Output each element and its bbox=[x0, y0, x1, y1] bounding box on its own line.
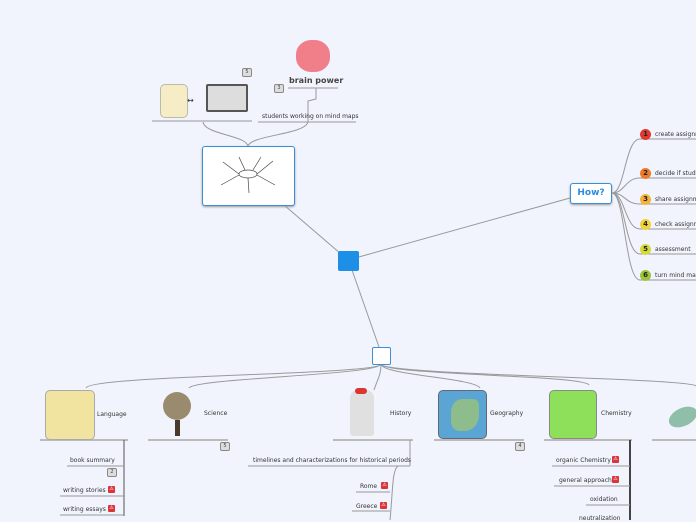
brain-mascot-image bbox=[296, 40, 330, 72]
how-step-2[interactable]: decide if stude bbox=[655, 170, 696, 177]
rome-item[interactable]: Rome bbox=[360, 483, 378, 490]
step-number-icon: 2 bbox=[640, 168, 651, 179]
geography-label[interactable]: Geography bbox=[490, 410, 524, 417]
pdf-icon[interactable]: ⚠ bbox=[612, 476, 619, 483]
pdf-icon[interactable]: ⚠ bbox=[108, 505, 115, 512]
timelines-item[interactable]: timelines and characterizations for hist… bbox=[253, 457, 412, 464]
book-summary-item[interactable]: book summary bbox=[70, 457, 115, 464]
language-image bbox=[45, 390, 95, 440]
brain-power-label[interactable]: brain power bbox=[289, 76, 344, 85]
how-node[interactable]: How? bbox=[570, 183, 612, 204]
how-step-1[interactable]: create assignm bbox=[655, 131, 696, 138]
writing-stories-item[interactable]: writing stories bbox=[63, 487, 106, 494]
oxidation-item[interactable]: oxidation bbox=[590, 496, 618, 503]
globe-image bbox=[163, 392, 191, 420]
greece-item[interactable]: Greece bbox=[356, 503, 378, 510]
pdf-icon[interactable]: ⚠ bbox=[381, 482, 388, 489]
pdf-icon[interactable]: ⚠ bbox=[612, 456, 619, 463]
writing-essays-item[interactable]: writing essays bbox=[63, 506, 106, 513]
pdf-icon[interactable]: ⚠ bbox=[108, 486, 115, 493]
mind-map-paper-image bbox=[160, 84, 188, 118]
subjects-node[interactable] bbox=[372, 347, 391, 365]
mind-map-image-node[interactable] bbox=[202, 146, 295, 206]
how-step-5[interactable]: assessment bbox=[655, 246, 691, 253]
topic-count-badge[interactable]: 3 bbox=[274, 84, 284, 93]
topic-count-badge[interactable]: 4 bbox=[515, 442, 525, 451]
topic-count-badge[interactable]: 5 bbox=[220, 442, 230, 451]
language-label[interactable]: Language bbox=[97, 411, 127, 418]
step-number-icon: 5 bbox=[640, 244, 651, 255]
roman-soldier-image bbox=[350, 390, 374, 436]
computer-monitor-image bbox=[206, 84, 248, 112]
step-number-icon: 1 bbox=[640, 129, 651, 140]
mind-map-sketch-icon bbox=[220, 156, 276, 194]
neutralization-item[interactable]: neutralization bbox=[579, 515, 621, 522]
central-topic[interactable] bbox=[338, 251, 359, 271]
europe-map-image bbox=[438, 390, 487, 439]
step-number-icon: 3 bbox=[640, 194, 651, 205]
topic-count-badge[interactable]: 5 bbox=[242, 68, 252, 77]
history-label[interactable]: History bbox=[390, 410, 412, 417]
organic-chemistry-item[interactable]: organic Chemistry bbox=[556, 457, 611, 464]
arrow-icon: ↔ bbox=[187, 96, 194, 105]
step-number-icon: 4 bbox=[640, 219, 651, 230]
how-step-3[interactable]: share assignme bbox=[655, 196, 696, 203]
roman-helmet bbox=[355, 388, 367, 394]
step-number-icon: 6 bbox=[640, 270, 651, 281]
chemistry-label[interactable]: Chemistry bbox=[601, 410, 632, 417]
globe-stand bbox=[175, 420, 180, 436]
chemistry-flask-image bbox=[549, 390, 597, 439]
how-step-4[interactable]: check assignm bbox=[655, 221, 696, 228]
pdf-icon[interactable]: ⚠ bbox=[380, 502, 387, 509]
how-step-6[interactable]: turn mind map bbox=[655, 272, 696, 279]
general-approach-item[interactable]: general approach bbox=[559, 477, 612, 484]
science-label[interactable]: Science bbox=[204, 410, 228, 417]
students-working-label[interactable]: students working on mind maps bbox=[262, 113, 359, 120]
topic-count-badge[interactable]: 2 bbox=[107, 468, 117, 477]
